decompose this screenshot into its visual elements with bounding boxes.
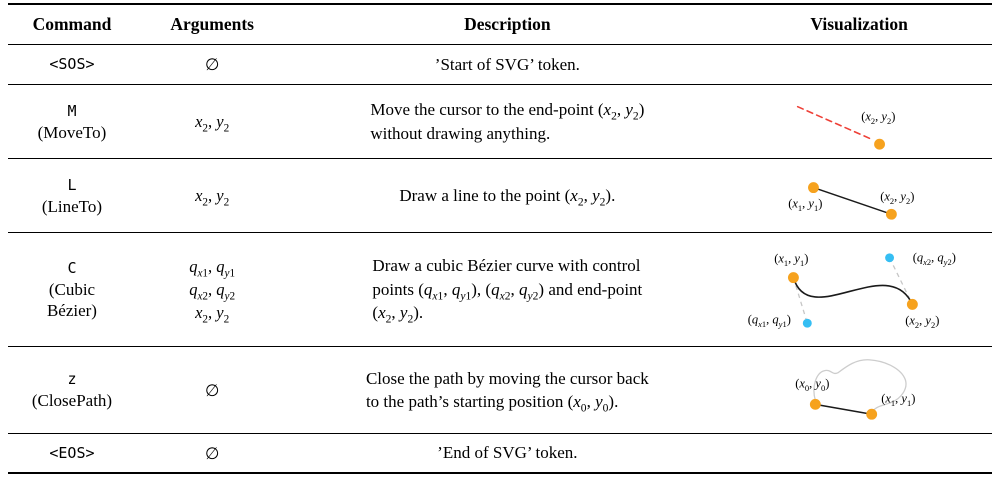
table-header-row: Command Arguments Description Visualizat… bbox=[8, 5, 992, 45]
table-row-lineto: L (LineTo) x2, y2 Draw a line to the poi… bbox=[8, 159, 992, 233]
table-row-closepath: z (ClosePath) ∅ Close the path by moving… bbox=[8, 347, 992, 434]
description-text: ’Start of SVG’ token. bbox=[434, 54, 580, 74]
arguments-control1: qx1, qy1 bbox=[189, 257, 236, 280]
arguments-empty-set: ∅ bbox=[204, 443, 220, 463]
cubic-bezier-visualization: (x1, y1) (qx1, qy1) (qx2, qy2) (x2, y2) bbox=[726, 233, 992, 346]
description-text: ’End of SVG’ token. bbox=[437, 443, 578, 463]
description-text: Move the cursor to the end-point (x2, y2… bbox=[370, 100, 645, 143]
description-text: Draw a cubic Bézier curve with control p… bbox=[372, 256, 643, 326]
start-point-dot bbox=[788, 272, 800, 284]
end-point-label: (x2, y2) bbox=[861, 109, 896, 126]
end-point-label: (x2, y2) bbox=[880, 189, 915, 206]
svg-commands-table: Command Arguments Description Visualizat… bbox=[8, 3, 992, 474]
lineto-diagram bbox=[808, 182, 898, 220]
command-token: L bbox=[67, 175, 77, 194]
command-name: (ClosePath) bbox=[31, 391, 113, 410]
current-point-dot bbox=[866, 408, 878, 420]
moveto-diagram bbox=[797, 105, 886, 150]
visualization-empty bbox=[726, 434, 992, 472]
arguments-control2: qx2, qy2 bbox=[189, 280, 236, 303]
start-point-label: (x1, y1) bbox=[774, 251, 809, 268]
command-name: (Cubic bbox=[48, 280, 96, 299]
existing-path-curve bbox=[813, 359, 907, 411]
arguments-text: x2, y2 bbox=[195, 186, 230, 209]
lineto-visualization: (x1, y1) (x2, y2) bbox=[726, 159, 992, 232]
control-point2-label: (qx2, qy2) bbox=[912, 250, 956, 267]
closing-line bbox=[815, 403, 873, 415]
command-token: M bbox=[67, 101, 77, 120]
current-point-label: (x1, y1) bbox=[881, 391, 916, 408]
end-point-dot bbox=[907, 298, 919, 310]
closepath-diagram bbox=[810, 359, 907, 420]
end-point-dot bbox=[886, 208, 898, 220]
arguments-text: x2, y2 bbox=[195, 112, 230, 135]
table-row-eos: <EOS> ∅ ’End of SVG’ token. bbox=[8, 434, 992, 472]
arguments-endpoint: x2, y2 bbox=[195, 303, 230, 326]
command-name: (MoveTo) bbox=[37, 122, 107, 142]
bezier-curve bbox=[792, 276, 914, 306]
command-name-line2: Bézier) bbox=[46, 301, 97, 320]
visualization-empty bbox=[726, 45, 992, 84]
description-text: Close the path by moving the cursor back… bbox=[365, 368, 649, 415]
header-command: Command bbox=[32, 14, 112, 34]
command-token: C bbox=[67, 259, 77, 277]
command-token: <EOS> bbox=[49, 443, 95, 462]
end-point-dot bbox=[874, 138, 886, 150]
table-row-cubic-bezier: C (Cubic Bézier) qx1, qy1 qx2, qy2 x2, y… bbox=[8, 233, 992, 347]
move-dashed-line bbox=[797, 105, 873, 141]
line-segment bbox=[813, 186, 892, 215]
start-point-label: (x1, y1) bbox=[788, 196, 823, 213]
command-name: (LineTo) bbox=[41, 196, 103, 216]
closepath-visualization: (x0, y0) (x1, y1) bbox=[726, 347, 992, 433]
control-point2-dot bbox=[885, 253, 895, 263]
moveto-visualization: (x2, y2) bbox=[726, 85, 992, 158]
command-token: z bbox=[67, 370, 77, 388]
arguments-empty-set: ∅ bbox=[204, 380, 220, 400]
header-description: Description bbox=[464, 14, 551, 34]
cubic-bezier-diagram bbox=[788, 253, 919, 328]
header-arguments: Arguments bbox=[170, 14, 254, 34]
description-text: Draw a line to the point (x2, y2). bbox=[399, 185, 616, 209]
start-point-dot bbox=[808, 182, 820, 194]
path-start-label: (x0, y0) bbox=[795, 376, 830, 393]
header-visualization: Visualization bbox=[810, 14, 908, 34]
table-row-sos: <SOS> ∅ ’Start of SVG’ token. bbox=[8, 45, 992, 85]
table-row-moveto: M (MoveTo) x2, y2 Move the cursor to the… bbox=[8, 85, 992, 159]
end-point-label: (x2, y2) bbox=[905, 313, 940, 330]
control-point1-label: (qx1, qy1) bbox=[747, 312, 791, 329]
control-point1-dot bbox=[803, 318, 813, 328]
command-token: <SOS> bbox=[49, 55, 95, 73]
path-start-dot bbox=[810, 398, 822, 410]
arguments-empty-set: ∅ bbox=[204, 55, 220, 74]
